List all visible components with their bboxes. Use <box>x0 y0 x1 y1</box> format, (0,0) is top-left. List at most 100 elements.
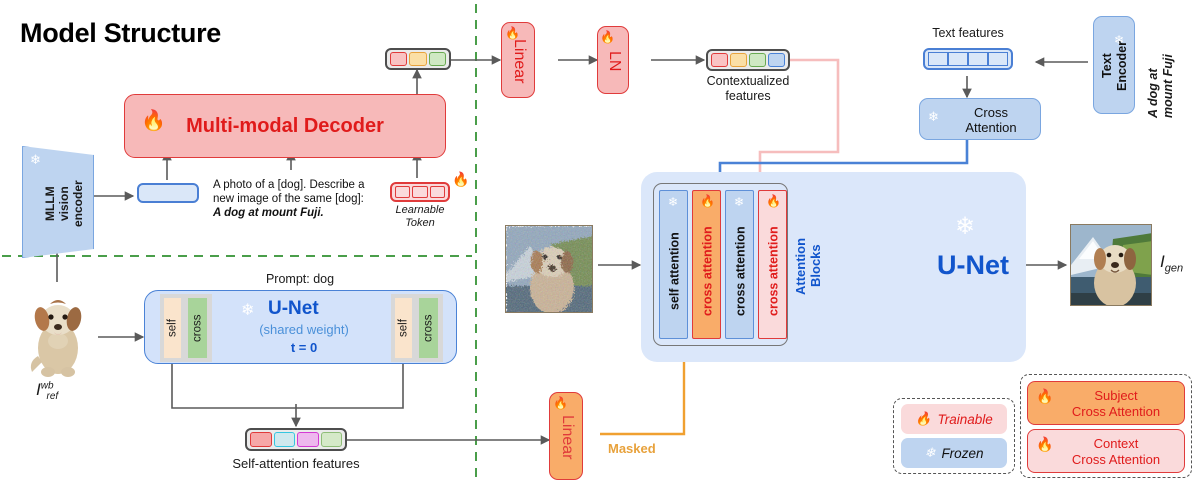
self-attention-features-strip <box>245 428 347 451</box>
token-cell <box>768 53 785 67</box>
masked-label: Masked <box>608 441 656 456</box>
linear-label: Linear <box>511 38 528 84</box>
prompt-line-2: new image of the same [dog]: <box>213 193 364 206</box>
token-cell <box>429 186 445 198</box>
snowflake-icon: ❄ <box>928 109 939 124</box>
ln-label: LN <box>606 50 623 72</box>
token-cell <box>730 53 747 67</box>
noisy-input-image <box>505 225 593 313</box>
token-cell <box>297 432 319 447</box>
shared-unet-subtitle: (shared weight) <box>259 322 349 337</box>
text-features-label: Text features <box>932 26 1004 40</box>
attention-block-self-attention[interactable]: ❄ self attention <box>659 190 688 339</box>
shared-unet-cross-label: cross <box>422 314 435 342</box>
linear-block-top: 🔥 Linear <box>501 22 535 98</box>
attention-blocks-group <box>653 183 788 346</box>
token-cell <box>273 432 295 447</box>
flame-icon: 🔥 <box>766 194 781 208</box>
token-cell <box>428 52 446 66</box>
learnable-token-strip <box>390 182 450 202</box>
token-cell <box>928 52 948 66</box>
shared-unet-left-self-block[interactable]: self <box>164 298 181 358</box>
main-unet-title: U-Net <box>937 250 1009 280</box>
flame-icon: 🔥 <box>505 26 520 40</box>
token-cell <box>948 52 968 66</box>
token-cell <box>250 432 272 447</box>
legend-frozen-label: Frozen <box>941 445 984 461</box>
attention-block-label: cross attention <box>733 226 748 316</box>
flame-icon: 🔥 <box>452 171 470 187</box>
token-cell <box>320 432 342 447</box>
flame-icon: 🔥 <box>1036 388 1054 404</box>
reference-image-label: Iwbref <box>36 380 59 403</box>
image-tokens <box>137 183 199 203</box>
mllm-vision-encoder-label: MLLM vision encoder <box>43 180 85 228</box>
attention-block-label: cross attention <box>700 226 715 316</box>
legend-frozen: ❄ Frozen <box>901 438 1007 468</box>
shared-unet-cross-label: cross <box>191 314 204 342</box>
snowflake-icon: ❄ <box>924 445 936 460</box>
decoder-output-tokens <box>385 48 451 70</box>
token-cell <box>988 52 1008 66</box>
attention-block-label: cross attention <box>766 226 781 316</box>
token-cell <box>711 53 728 67</box>
attention-block-frozen-cross-attention[interactable]: ❄ cross attention <box>725 190 754 339</box>
snowflake-icon: ❄ <box>668 195 679 209</box>
prompt-line-1: A photo of a [dog]. Describe a <box>213 179 365 191</box>
shared-unet-snowflake: ❄ <box>241 302 255 319</box>
main-unet-snowflake: ❄ <box>955 213 976 240</box>
contextualized-features-label: Contextualized features <box>706 74 790 103</box>
legend-attention-box <box>1020 374 1192 478</box>
legend-trainable: 🔥 Trainable <box>901 404 1007 434</box>
shared-unet-self-label: self <box>397 319 410 337</box>
token-cell <box>409 52 427 66</box>
decoder-label: Multi-modal Decoder <box>186 114 384 137</box>
reference-image <box>20 286 96 378</box>
token-cell <box>968 52 988 66</box>
mllm-vision-encoder: ❄ MLLM vision encoder <box>22 146 94 258</box>
snowflake-icon: ❄ <box>1114 33 1125 47</box>
flame-icon: 🔥 <box>600 30 615 44</box>
generated-image-label: Igen <box>1160 252 1184 275</box>
legend-trainable-label: Trainable <box>937 411 993 427</box>
shared-unet-title: U-Net <box>268 298 319 319</box>
generated-output-image <box>1070 224 1152 306</box>
token-cell <box>749 53 766 67</box>
ln-block: 🔥 LN <box>597 26 629 94</box>
legend-state-box <box>893 398 1015 474</box>
multi-modal-decoder: 🔥 Multi-modal Decoder <box>124 94 446 158</box>
shared-unet-right-cross-block[interactable]: cross <box>419 298 438 358</box>
attention-block-label: self attention <box>667 232 682 310</box>
shared-unet-right-self-block[interactable]: self <box>395 298 412 358</box>
linear-block-masked: 🔥 Linear <box>549 392 583 480</box>
self-attention-features-label: Self-attention features <box>232 456 360 471</box>
attention-block-context-cross-attention[interactable]: 🔥 cross attention <box>758 190 787 339</box>
shared-unet-left-cross-block[interactable]: cross <box>188 298 207 358</box>
linear-masked-label: Linear <box>559 414 576 460</box>
shared-unet-timestep: t = 0 <box>290 340 318 355</box>
flame-icon: 🔥 <box>700 194 715 208</box>
token-cell <box>390 52 408 66</box>
prompt-line-3: A dog at mount Fuji. <box>213 207 324 220</box>
attention-block-subject-cross-attention[interactable]: 🔥 cross attention <box>692 190 721 339</box>
contextualized-features-strip <box>706 49 790 71</box>
decoder-prompt-text: A photo of a [dog]. Describe a new image… <box>213 178 381 221</box>
flame-icon: 🔥 <box>915 411 932 426</box>
token-cell <box>395 186 411 198</box>
text-features-strip <box>923 48 1013 70</box>
flame-icon: 🔥 <box>553 396 568 410</box>
snowflake-icon: ❄ <box>734 195 745 209</box>
shared-unet-self-label: self <box>166 319 179 337</box>
learnable-token-label: Learnable Token <box>395 204 445 229</box>
snowflake-icon: ❄ <box>30 152 41 167</box>
